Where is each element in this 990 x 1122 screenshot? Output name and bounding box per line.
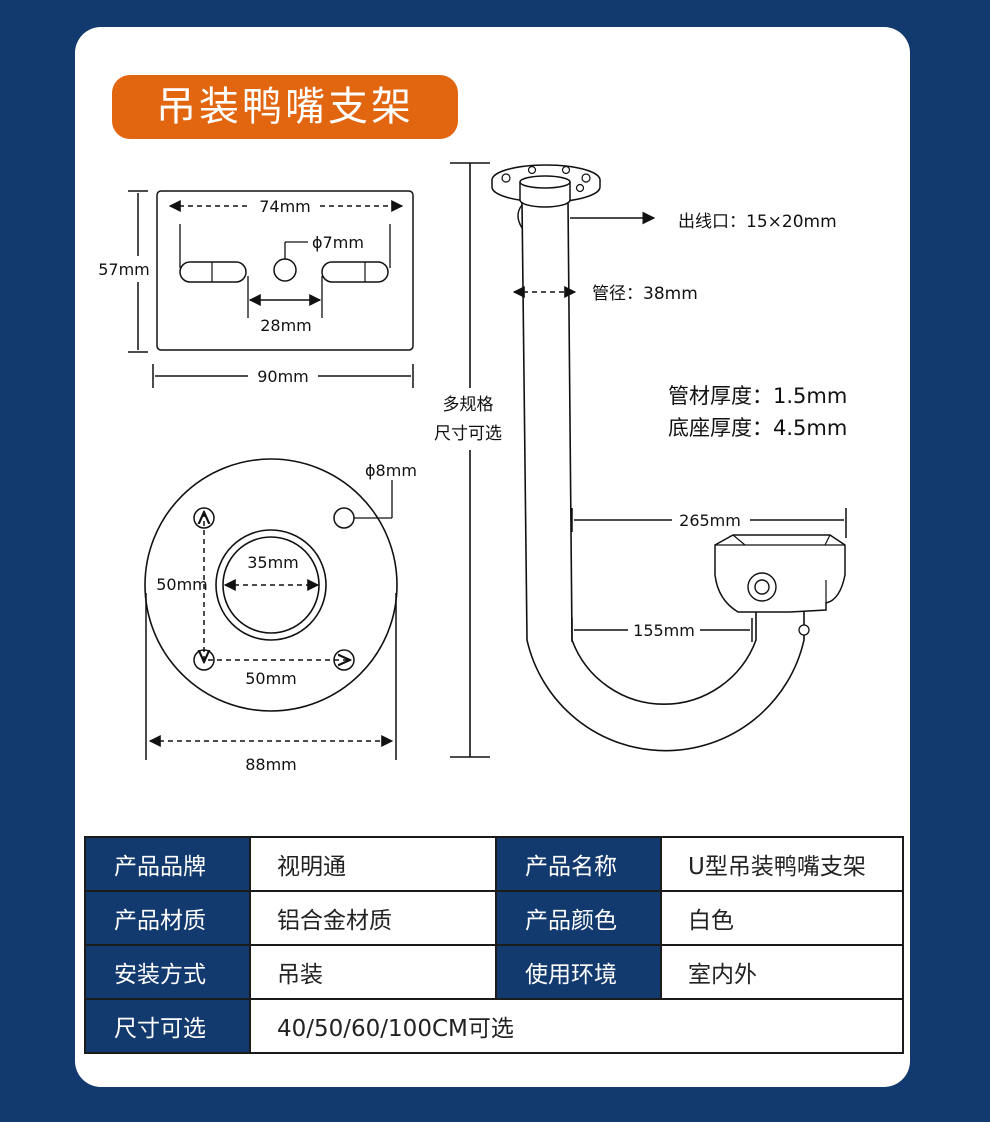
height-note-line2: 尺寸可选 — [434, 424, 502, 444]
plate-slot-right — [321, 261, 389, 283]
base-vertical-50-label: 50mm — [156, 575, 208, 594]
plate-center-hole — [273, 258, 297, 282]
spec-value-color: 白色 — [660, 890, 904, 946]
plate-width-90-label: 90mm — [257, 367, 309, 386]
spec-value-size: 40/50/60/100CM可选 — [249, 998, 904, 1054]
plate-width-74-label: 74mm — [259, 197, 311, 216]
spec-label-size: 尺寸可选 — [84, 998, 251, 1054]
u-bracket-drawing: 出线口：15×20mm 管径：38mm 管材厚度：1.5mm 底座厚度：4.5m… — [491, 164, 847, 752]
plate-hole-label: ϕ7mm — [312, 233, 364, 252]
base-diameter-88-label: 88mm — [245, 755, 297, 774]
plate-slot-left — [179, 261, 247, 283]
base-horizontal-50-label: 50mm — [245, 669, 297, 688]
base-bolt-hole-tr — [333, 507, 355, 529]
spec-table: 产品品牌 视明通 产品名称 U型吊装鸭嘴支架 产品材质 铝合金材质 产品颜色 白… — [84, 836, 904, 1054]
spec-label-brand: 产品品牌 — [84, 836, 251, 892]
page-title: 吊装鸭嘴支架 — [112, 75, 458, 139]
tube-inner — [567, 201, 757, 705]
plate-height-57-label: 57mm — [98, 260, 150, 279]
tube-outer — [521, 201, 805, 752]
spec-value-environment: 室内外 — [660, 944, 904, 1000]
outlet-label: 出线口：15×20mm — [678, 212, 837, 232]
mount-screw — [798, 624, 810, 636]
spec-label-material: 产品材质 — [84, 890, 251, 946]
tube-thickness-label: 管材厚度：1.5mm — [668, 384, 847, 408]
base-thickness-label: 底座厚度：4.5mm — [668, 416, 847, 440]
spec-value-material: 铝合金材质 — [249, 890, 497, 946]
height-note-line1: 多规格 — [443, 395, 494, 415]
mounting-plate-drawing: 74mm ϕ7mm 28mm 57mm 90mm — [98, 190, 414, 388]
table-row: 产品材质 铝合金材质 产品颜色 白色 — [84, 890, 904, 946]
spec-label-name: 产品名称 — [495, 836, 662, 892]
spec-label-install: 安装方式 — [84, 944, 251, 1000]
spec-value-install: 吊装 — [249, 944, 497, 1000]
reach-265-label: 265mm — [679, 511, 741, 530]
spec-label-environment: 使用环境 — [495, 944, 662, 1000]
plate-slot-gap-28-label: 28mm — [260, 316, 312, 335]
base-hole-label: ϕ8mm — [365, 461, 417, 480]
spec-value-name: U型吊装鸭嘴支架 — [660, 836, 904, 892]
pipe-diameter-label: 管径：38mm — [592, 284, 698, 304]
spec-label-color: 产品颜色 — [495, 890, 662, 946]
base-center-35-label: 35mm — [247, 553, 299, 572]
table-row: 安装方式 吊装 使用环境 室内外 — [84, 944, 904, 1000]
height-dimension: 多规格 尺寸可选 — [434, 162, 502, 758]
table-row: 尺寸可选 40/50/60/100CM可选 — [84, 998, 904, 1054]
table-row: 产品品牌 视明通 产品名称 U型吊装鸭嘴支架 — [84, 836, 904, 892]
gap-155-label: 155mm — [633, 621, 695, 640]
spec-value-brand: 视明通 — [249, 836, 497, 892]
round-base-drawing: 50mm 50mm 35mm ϕ8mm 88mm — [144, 458, 417, 774]
